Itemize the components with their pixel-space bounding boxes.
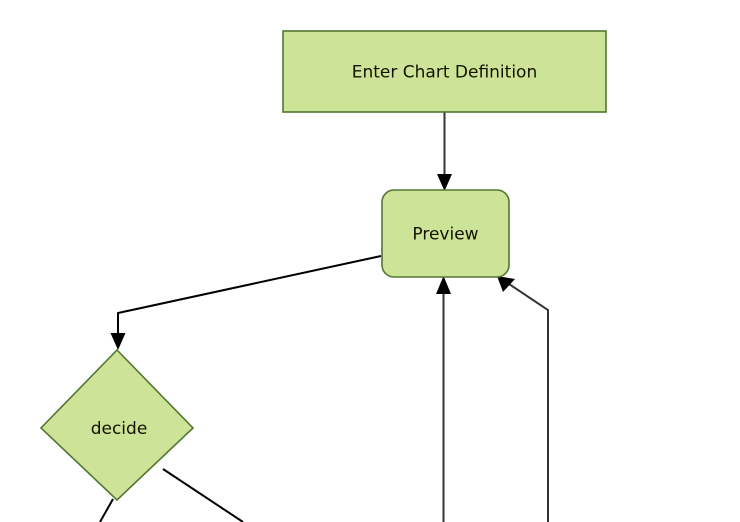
edge-line xyxy=(505,281,549,522)
edge-bottom-to-preview-left xyxy=(436,276,451,522)
node-diamond[interactable] xyxy=(39,348,195,502)
edge-bottom-to-preview-right xyxy=(497,276,549,522)
node-preview[interactable]: Preview xyxy=(381,189,510,278)
node-label: Preview xyxy=(412,225,478,245)
node-label: decide xyxy=(91,419,148,439)
edge-line xyxy=(162,468,244,522)
edge-preview-to-decide xyxy=(110,255,382,350)
arrowhead-up-icon xyxy=(436,276,451,294)
arrowhead-down-icon xyxy=(110,333,126,350)
edge-decide-right xyxy=(162,468,244,522)
edge-decide-bottom xyxy=(99,498,114,522)
node-decide[interactable]: decide xyxy=(39,348,195,502)
node-enter-chart-definition[interactable]: Enter Chart Definition xyxy=(282,30,607,113)
edge-line xyxy=(99,498,114,522)
node-label: Enter Chart Definition xyxy=(352,63,537,83)
arrowhead-down-icon xyxy=(437,174,452,191)
edge-line xyxy=(117,255,382,338)
node-rounded-rect[interactable] xyxy=(381,189,510,278)
edge-enter-to-preview xyxy=(437,112,452,191)
arrowhead-up-left-icon xyxy=(497,276,515,292)
edge-layer xyxy=(99,112,549,522)
node-rect[interactable] xyxy=(282,30,607,113)
node-layer: Enter Chart Definition Preview decide xyxy=(39,30,607,502)
